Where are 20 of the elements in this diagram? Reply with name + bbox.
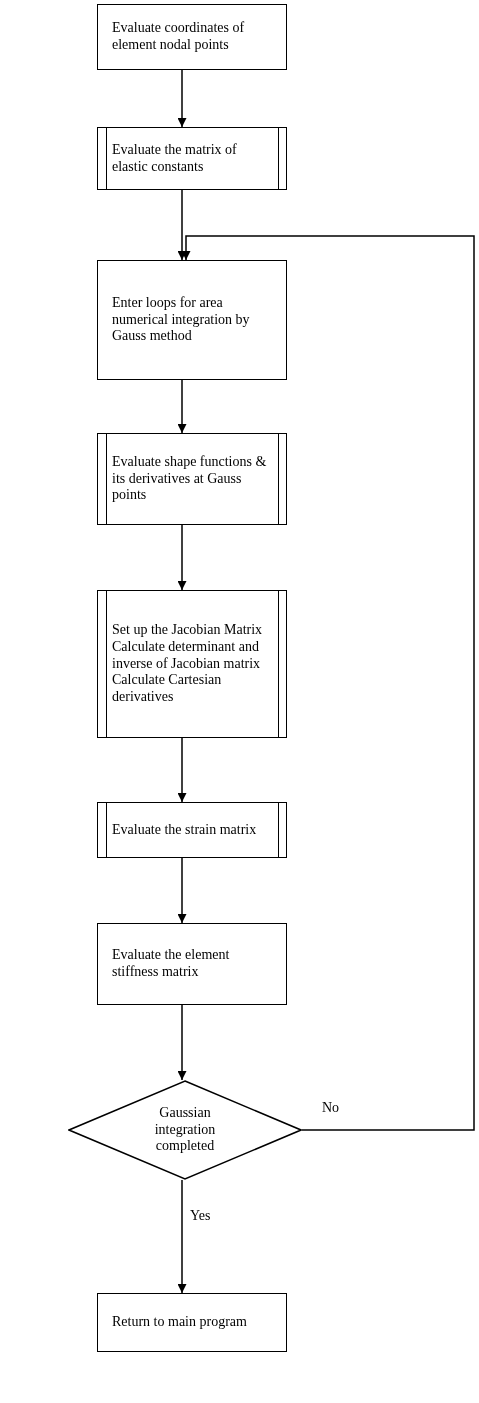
process-box [97, 4, 287, 70]
decision-diamond [68, 1080, 302, 1180]
predefined-process-box [97, 590, 287, 738]
step-text: Calculate Cartesian derivatives [112, 672, 223, 706]
step-text: Calculate determinant and inverse of Jacobian matrix [112, 638, 262, 673]
step-text: Enter loops for area numerical integration by Gauss method [112, 294, 251, 346]
step-text: Evaluate shape functions & its derivatives at Gauss points [112, 453, 268, 505]
predefined-process-box [97, 433, 287, 525]
step-text: Evaluate the strain matrix [112, 821, 258, 839]
process-box [97, 260, 287, 380]
process-box [97, 923, 287, 1005]
step-text: Gaussian integration completed [153, 1104, 217, 1156]
step-text: Set up the Jacobian Matrix [112, 622, 264, 639]
process-box [97, 1293, 287, 1352]
predefined-process-box [97, 802, 287, 858]
predefined-process-box [97, 127, 287, 190]
step-text: Evaluate the element stiffness matrix [112, 947, 231, 981]
step-text: Evaluate coordinates of element nodal points [112, 20, 246, 54]
step-text: Return to main program [112, 1314, 248, 1331]
step-text: Evaluate the matrix of elastic constants [112, 141, 238, 176]
